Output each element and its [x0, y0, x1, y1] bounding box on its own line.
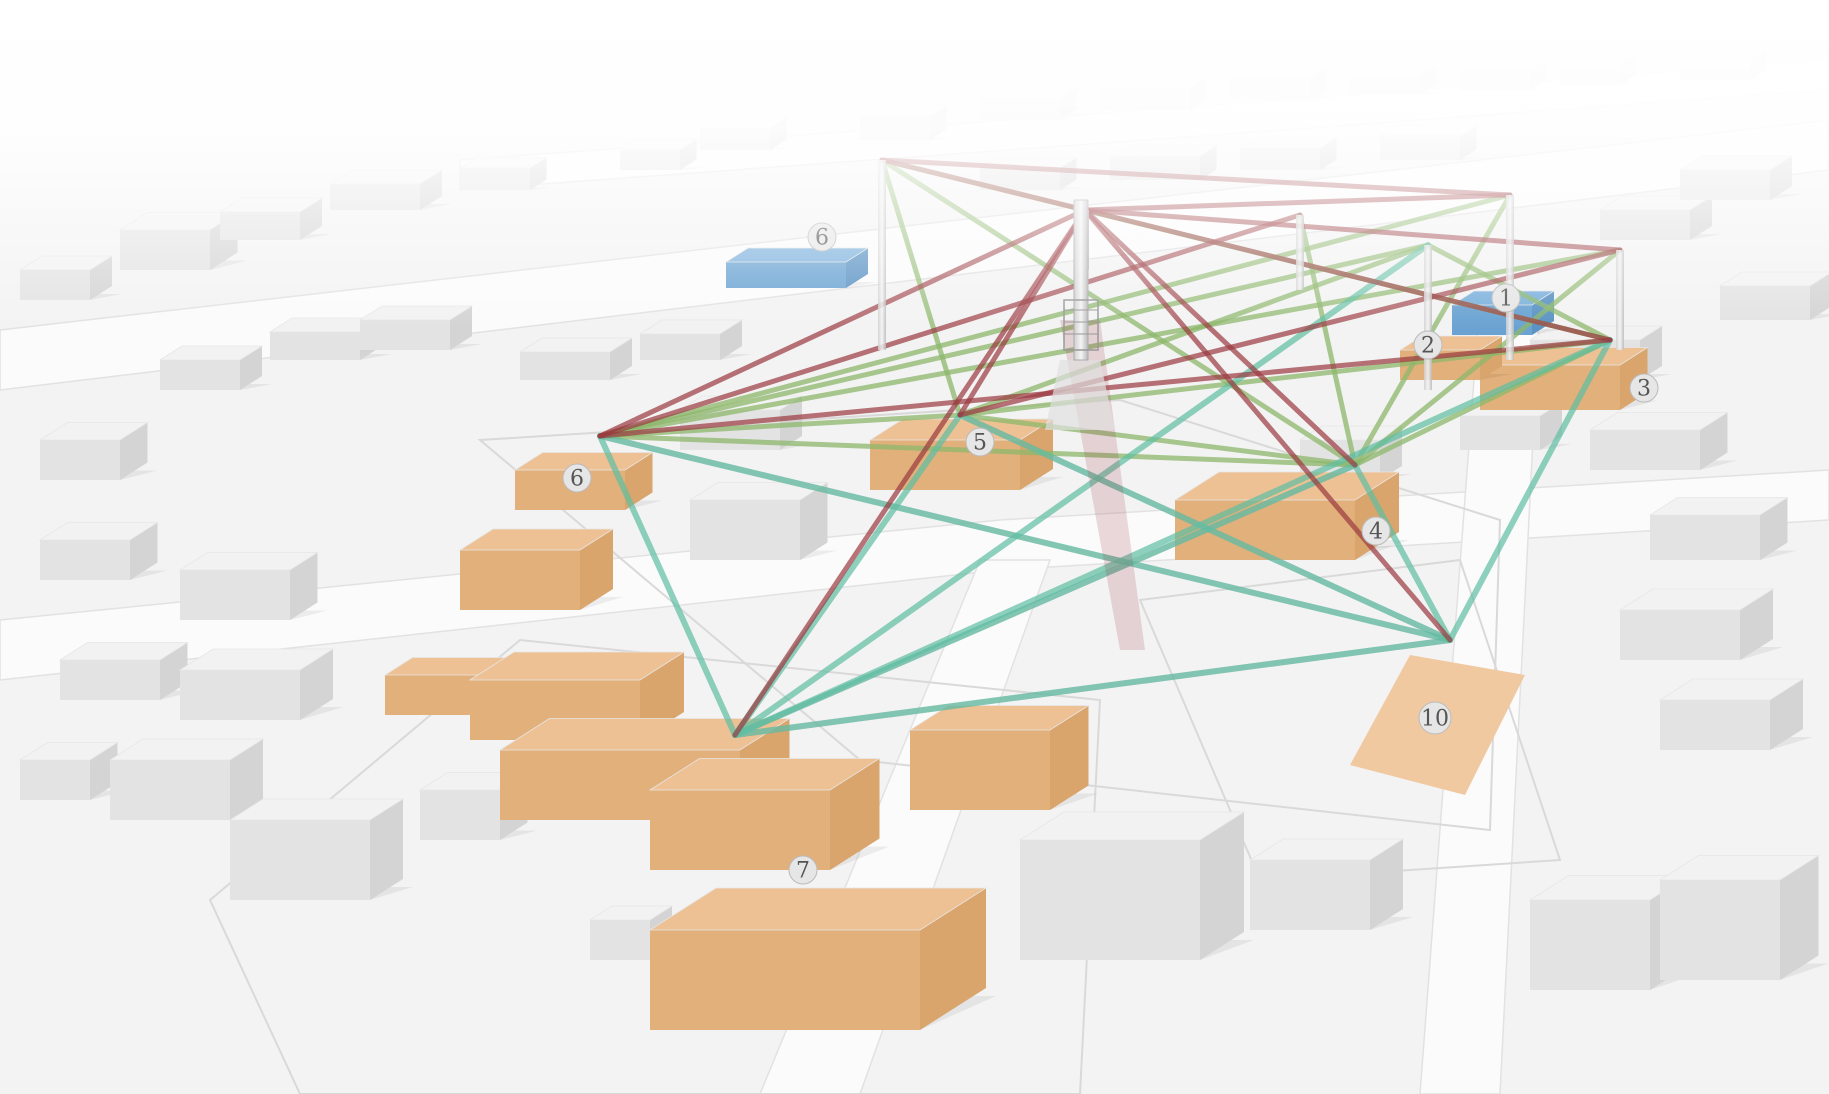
horizon-fade	[0, 0, 1829, 1094]
site-network-diagram: 1 2 3 4 5 6 6 7 10	[0, 0, 1829, 1094]
diagram-canvas: 1 2 3 4 5 6 6 7 10	[0, 0, 1829, 1094]
